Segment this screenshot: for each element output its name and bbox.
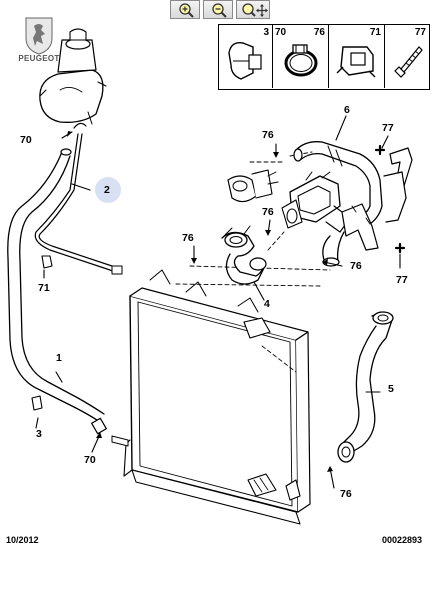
magnifier-plus-icon xyxy=(179,3,194,18)
legend-ref: 77 xyxy=(414,27,426,38)
legend-cell-71[interactable]: 71 xyxy=(329,25,385,88)
screw-icon xyxy=(394,46,423,78)
callout-76[interactable]: 76 xyxy=(262,129,274,141)
clip-connector-icon xyxy=(336,46,376,78)
screw-mark-77 xyxy=(394,242,406,254)
zoom-out-button[interactable] xyxy=(203,0,233,19)
callout-6[interactable]: 6 xyxy=(344,104,350,116)
clip-3 xyxy=(31,395,43,411)
legend-ref: 71 xyxy=(369,27,381,38)
callout-71[interactable]: 71 xyxy=(38,282,50,294)
zoom-move-button[interactable] xyxy=(236,0,270,19)
expansion-tank xyxy=(39,28,107,125)
radiator xyxy=(111,269,311,525)
thermostat-housing xyxy=(227,169,351,233)
callout-3[interactable]: 3 xyxy=(36,428,42,440)
hose-4 xyxy=(221,225,267,285)
callout-76[interactable]: 76 xyxy=(350,260,362,272)
screw-mark-77 xyxy=(374,144,386,156)
magnifier-move-icon xyxy=(242,3,268,17)
callout-70[interactable]: 70 xyxy=(84,454,96,466)
callout-1[interactable]: 1 xyxy=(56,352,62,364)
toolbar xyxy=(0,0,436,20)
magnifier-minus-icon xyxy=(212,3,227,18)
legend-ref: 3 xyxy=(263,27,269,38)
hose-1 xyxy=(7,148,107,435)
callout-77[interactable]: 77 xyxy=(382,122,394,134)
legend-ref: 70 xyxy=(275,27,287,38)
callout-77[interactable]: 77 xyxy=(396,274,408,286)
zoom-in-button[interactable] xyxy=(170,0,200,19)
callout-70[interactable]: 70 xyxy=(20,134,32,146)
callout-76[interactable]: 76 xyxy=(182,232,194,244)
callout-76[interactable]: 76 xyxy=(262,206,274,218)
hose-5 xyxy=(337,311,394,463)
revision-date: 10/2012 xyxy=(6,535,39,545)
legend-cell-3[interactable]: 3 xyxy=(219,25,273,88)
parts-legend: 3 70 76 71 77 xyxy=(218,24,430,90)
callout-4[interactable]: 4 xyxy=(264,298,270,310)
pipe-2 xyxy=(34,122,123,275)
legend-ref: 76 xyxy=(313,27,325,38)
callout-76[interactable]: 76 xyxy=(340,488,352,500)
mounting-brackets xyxy=(341,147,413,251)
callout-5[interactable]: 5 xyxy=(388,383,394,395)
brand-logo: PEUGEOT xyxy=(6,14,72,74)
clip-71 xyxy=(41,255,53,269)
bracket-clip-icon xyxy=(228,42,262,80)
callout-2[interactable]: 2 xyxy=(104,184,110,196)
brand-name: PEUGEOT xyxy=(18,54,60,63)
peugeot-lion-icon xyxy=(25,17,53,55)
legend-cell-77[interactable]: 77 xyxy=(385,25,429,88)
diagram-code: 00022893 xyxy=(382,535,423,545)
callout-highlight xyxy=(95,177,121,203)
legend-cell-70-76[interactable]: 70 76 xyxy=(273,25,329,88)
hose-clamp-icon xyxy=(284,44,318,77)
